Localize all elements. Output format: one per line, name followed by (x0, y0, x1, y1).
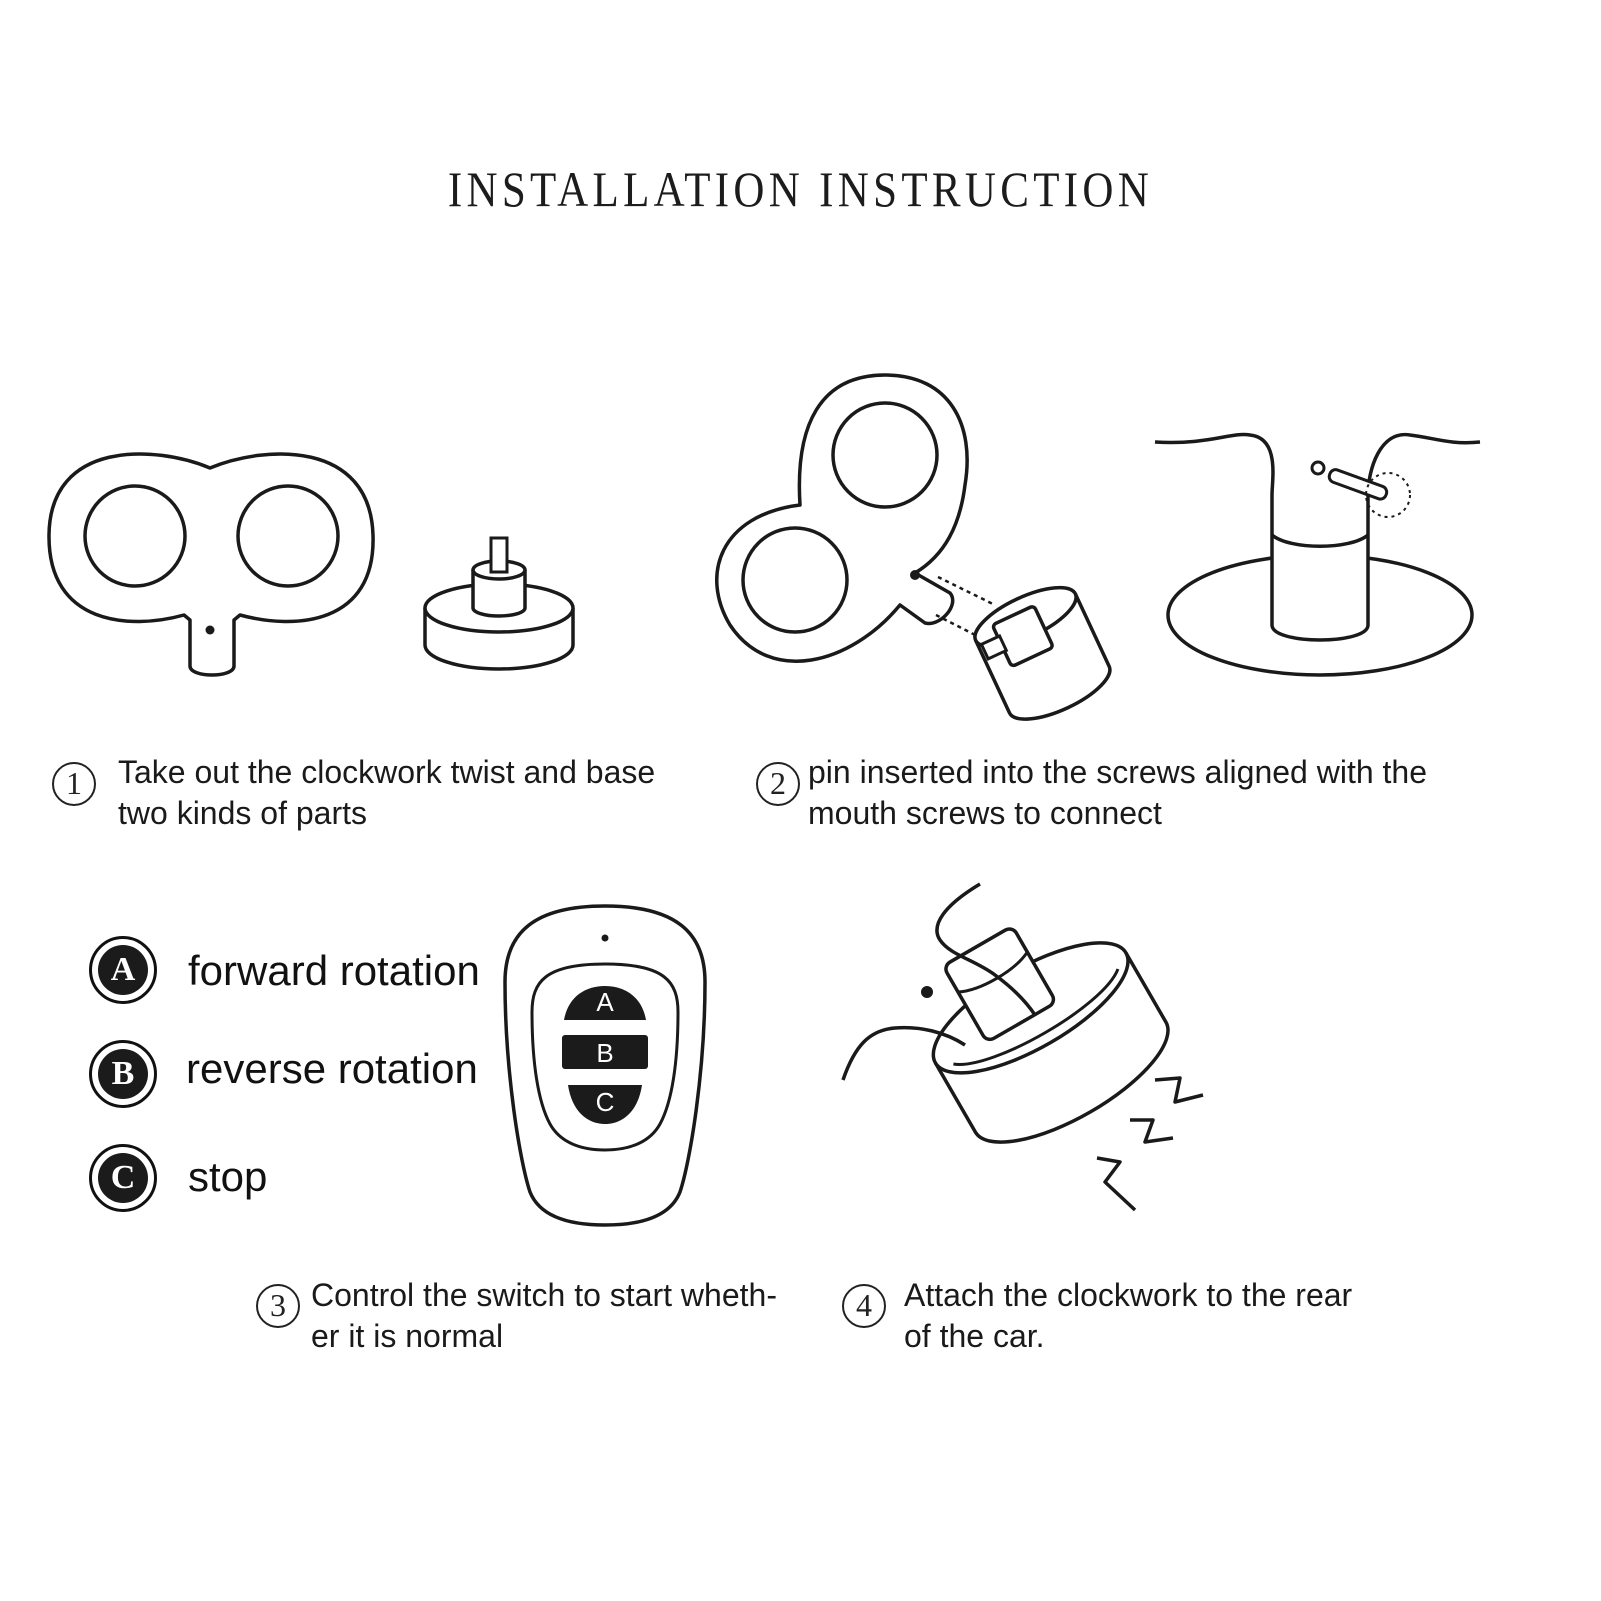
step-1-caption: Take out the clockwork twist and base tw… (118, 752, 655, 834)
remote-button-a-shape (564, 986, 646, 1020)
remote-control-illustration (500, 902, 710, 1230)
step-1-caption-line2: two kinds of parts (118, 795, 367, 831)
legend-key-a: A (98, 945, 148, 995)
remote-button-b-label: B (596, 1038, 614, 1068)
step-4-caption: Attach the clockwork to the rear of the … (904, 1275, 1352, 1357)
step-2-number-badge: 2 (756, 762, 800, 806)
remote-button-a-label: A (596, 987, 614, 1017)
step-2-caption: pin inserted into the screws aligned wit… (808, 752, 1427, 834)
legend-key-b: B (98, 1049, 148, 1099)
remote-button-b-shape (562, 1035, 648, 1069)
step-3-caption: Control the switch to start wheth- er it… (311, 1275, 777, 1357)
remote-button-c-label: C (595, 1087, 615, 1117)
legend-badge-b: B (89, 1040, 157, 1108)
step-1-caption-line1: Take out the clockwork twist and base (118, 754, 656, 790)
step-2-caption-line1: pin inserted into the screws aligned wit… (808, 754, 1428, 790)
base-part-illustration (420, 530, 580, 680)
step-4-number-badge: 4 (842, 1284, 886, 1328)
step-3-number-badge: 3 (256, 1284, 300, 1328)
page-title: INSTALLATION INSTRUCTION (447, 161, 1154, 217)
step-4-caption-line1: Attach the clockwork to the rear (904, 1277, 1353, 1313)
step-3-caption-line1: Control the switch to start wheth- (311, 1277, 777, 1313)
key-pin-insertion-illustration (700, 365, 1120, 745)
remote-button-c[interactable]: C (584, 1086, 626, 1118)
legend-badge-a: A (89, 936, 157, 1004)
step-1-number-badge: 1 (52, 762, 96, 806)
legend-label-forward: forward rotation (188, 947, 480, 994)
attached-clockwork-illustration (835, 880, 1225, 1230)
step-2-caption-line2: mouth screws to connect (808, 795, 1162, 831)
remote-button-b[interactable]: B (584, 1037, 626, 1069)
clockwork-key-illustration (40, 440, 390, 690)
screw-mouth-illustration (1150, 420, 1490, 690)
legend-badge-c: C (89, 1144, 157, 1212)
remote-button-c-shape (568, 1085, 642, 1124)
legend-label-stop: stop (188, 1153, 268, 1200)
remote-button-a[interactable]: A (584, 986, 626, 1018)
legend-label-reverse: reverse rotation (186, 1045, 478, 1092)
step-3-caption-line2: er it is normal (311, 1318, 504, 1354)
step-4-caption-line2: of the car. (904, 1318, 1045, 1354)
legend-key-c: C (98, 1153, 148, 1203)
